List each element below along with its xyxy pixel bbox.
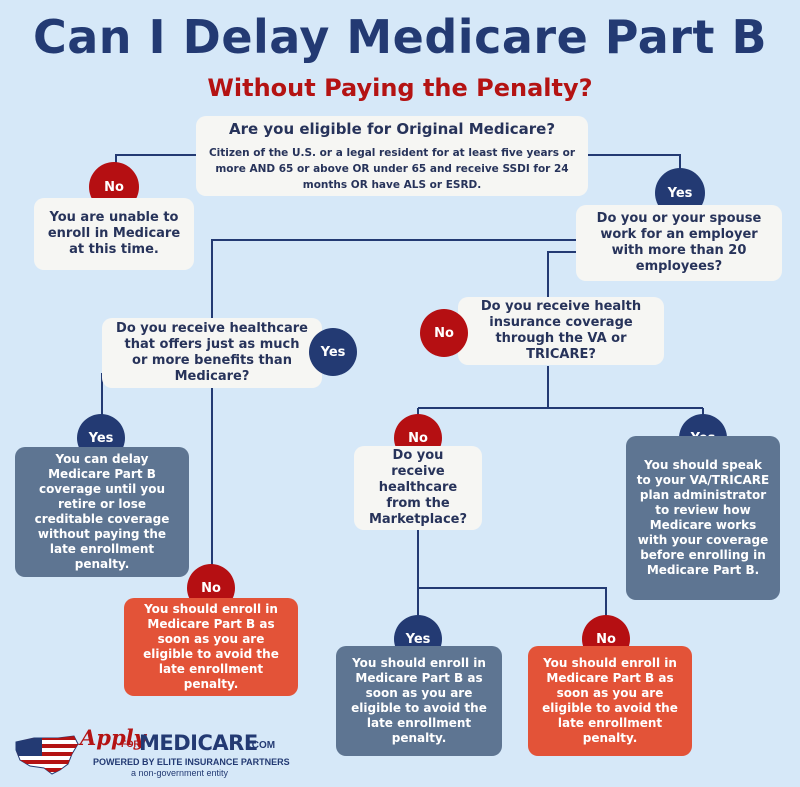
result-enroll-now: You should enroll in Medicare Part B as … (124, 598, 298, 696)
connector-q2-q3 (211, 239, 576, 320)
connector-q2-q4 (547, 251, 576, 298)
us-flag-map-icon (15, 735, 79, 775)
logo-tagline: a non-government entity (131, 768, 229, 778)
question-marketplace: Do you receive healthcare from the Marke… (354, 446, 482, 530)
result-enroll-now: You should enroll in Medicare Part B as … (336, 646, 502, 756)
logo-medicare: MEDICARE (139, 731, 258, 755)
logo-com: .COM (249, 740, 276, 751)
logo-apply: Apply (80, 725, 146, 750)
page-title: Can I Delay Medicare Part B (32, 10, 768, 64)
question-eligible-original-medicare: Are you eligible for Original Medicare? … (196, 116, 588, 196)
question-employer-size: Do you or your spouse work for an employ… (576, 205, 782, 281)
result-speak-to-va: You should speak to your VA/TRICARE plan… (626, 436, 780, 600)
result-unable-to-enroll: You are unable to enroll in Medicare at … (34, 198, 194, 270)
yes-badge: Yes (309, 328, 357, 376)
result-enroll-now: You should enroll in Medicare Part B as … (528, 646, 692, 756)
question-title: Are you eligible for Original Medicare? (228, 119, 556, 138)
connector-q5-no (418, 587, 607, 622)
result-can-delay: You can delay Medicare Part B coverage u… (15, 447, 189, 577)
question-eligibility-criteria: Citizen of the U.S. or a legal resident … (208, 146, 576, 191)
page-subtitle: Without Paying the Penalty? (207, 74, 593, 102)
question-equal-benefits: Do you receive healthcare that offers ju… (102, 318, 322, 388)
no-badge: No (420, 309, 468, 357)
logo-powered-by: POWERED BY ELITE INSURANCE PARTNERS (93, 757, 290, 767)
logo-for: FOR (121, 739, 140, 749)
question-va-tricare: Do you receive health insurance coverage… (458, 297, 664, 365)
